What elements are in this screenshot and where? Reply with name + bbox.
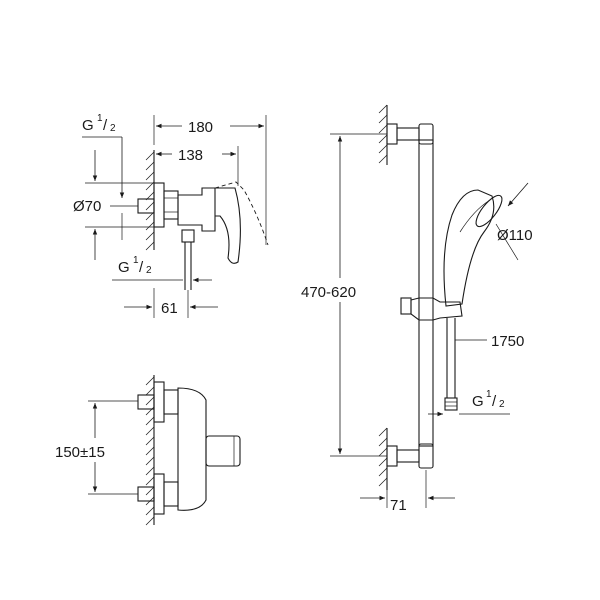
- hand-shower: [443, 189, 495, 307]
- thread-hose-g: G: [472, 393, 484, 410]
- top-bracket-head: [418, 123, 434, 145]
- thread-outlet: G 1 / 2: [112, 255, 212, 283]
- front-handle: [205, 435, 241, 467]
- top-bracket-arm: [396, 127, 420, 141]
- dimension-470-620: 470-620: [301, 133, 387, 457]
- top-bracket-plate: [386, 123, 398, 145]
- thread-top-num: 1: [97, 113, 103, 124]
- mixer-lever: [208, 187, 241, 264]
- dimension-1750: 1750: [455, 333, 524, 350]
- dimension-150: 150±15: [55, 400, 138, 495]
- rail: [418, 139, 434, 447]
- mixer-side-view: [137, 150, 269, 290]
- thread-top-den: 2: [110, 123, 116, 134]
- bottom-bracket-plate: [386, 445, 398, 467]
- dimension-71: 71: [360, 466, 455, 514]
- dim-470-620-label: 470-620: [301, 284, 356, 301]
- shower-rail-set: [378, 104, 503, 490]
- thread-bottom-slash: /: [139, 259, 144, 276]
- inlet-pipe: [137, 198, 155, 214]
- coupling-nut: [163, 190, 179, 220]
- thread-bottom-num: 1: [133, 255, 139, 266]
- mixer-front-body: [177, 387, 207, 511]
- dimension-180: 180: [153, 115, 267, 245]
- thread-top-left: G 1 / 2: [82, 113, 125, 198]
- thread-hose-slash: /: [492, 393, 497, 410]
- thread-bottom-g: G: [118, 259, 130, 276]
- dimension-110: Ø110: [495, 182, 533, 261]
- thread-top-g: G: [82, 117, 94, 134]
- upper-rosette: [153, 381, 165, 423]
- dim-180-label: 180: [188, 119, 213, 136]
- thread-bottom-den: 2: [146, 265, 152, 276]
- mixer-body: [177, 187, 216, 232]
- outlet-nut: [181, 229, 195, 243]
- wall-hatch-rail-top: [378, 104, 388, 165]
- wall-rosette: [153, 182, 165, 228]
- upper-nut: [163, 389, 179, 415]
- dim-61-label: 61: [161, 300, 178, 317]
- dimension-138: 138: [156, 146, 239, 186]
- dim-1750-label: 1750: [491, 333, 524, 350]
- dim-110-label: Ø110: [497, 227, 533, 244]
- slider-holder: [410, 297, 463, 321]
- bottom-bracket-head: [418, 443, 434, 469]
- mixer-front-view: [137, 375, 241, 526]
- thread-hose-den: 2: [499, 399, 505, 410]
- thread-hose-num: 1: [486, 389, 492, 400]
- lower-nut: [163, 481, 179, 507]
- upper-inlet-pipe: [137, 394, 155, 410]
- bottom-bracket-arm: [396, 449, 420, 463]
- wall-hatch-top: [145, 150, 155, 251]
- dimension-61: 61: [124, 288, 218, 318]
- dim-150-label: 150±15: [55, 444, 105, 461]
- lever-open-position: [214, 181, 269, 246]
- wall-hatch-rail-bottom: [378, 427, 388, 490]
- dim-71-label: 71: [390, 497, 407, 514]
- thread-top-slash: /: [103, 117, 108, 134]
- thread-hose: G 1 / 2: [428, 389, 510, 417]
- dimension-70: Ø70: [73, 150, 154, 260]
- shower-head-face: [475, 194, 503, 228]
- dim-70-label: Ø70: [73, 198, 101, 215]
- dim-138-label: 138: [178, 147, 203, 164]
- lower-rosette: [153, 473, 165, 515]
- hose-nut: [444, 397, 458, 411]
- wall-hatch-bottom: [145, 375, 155, 526]
- slider-knob: [400, 297, 412, 315]
